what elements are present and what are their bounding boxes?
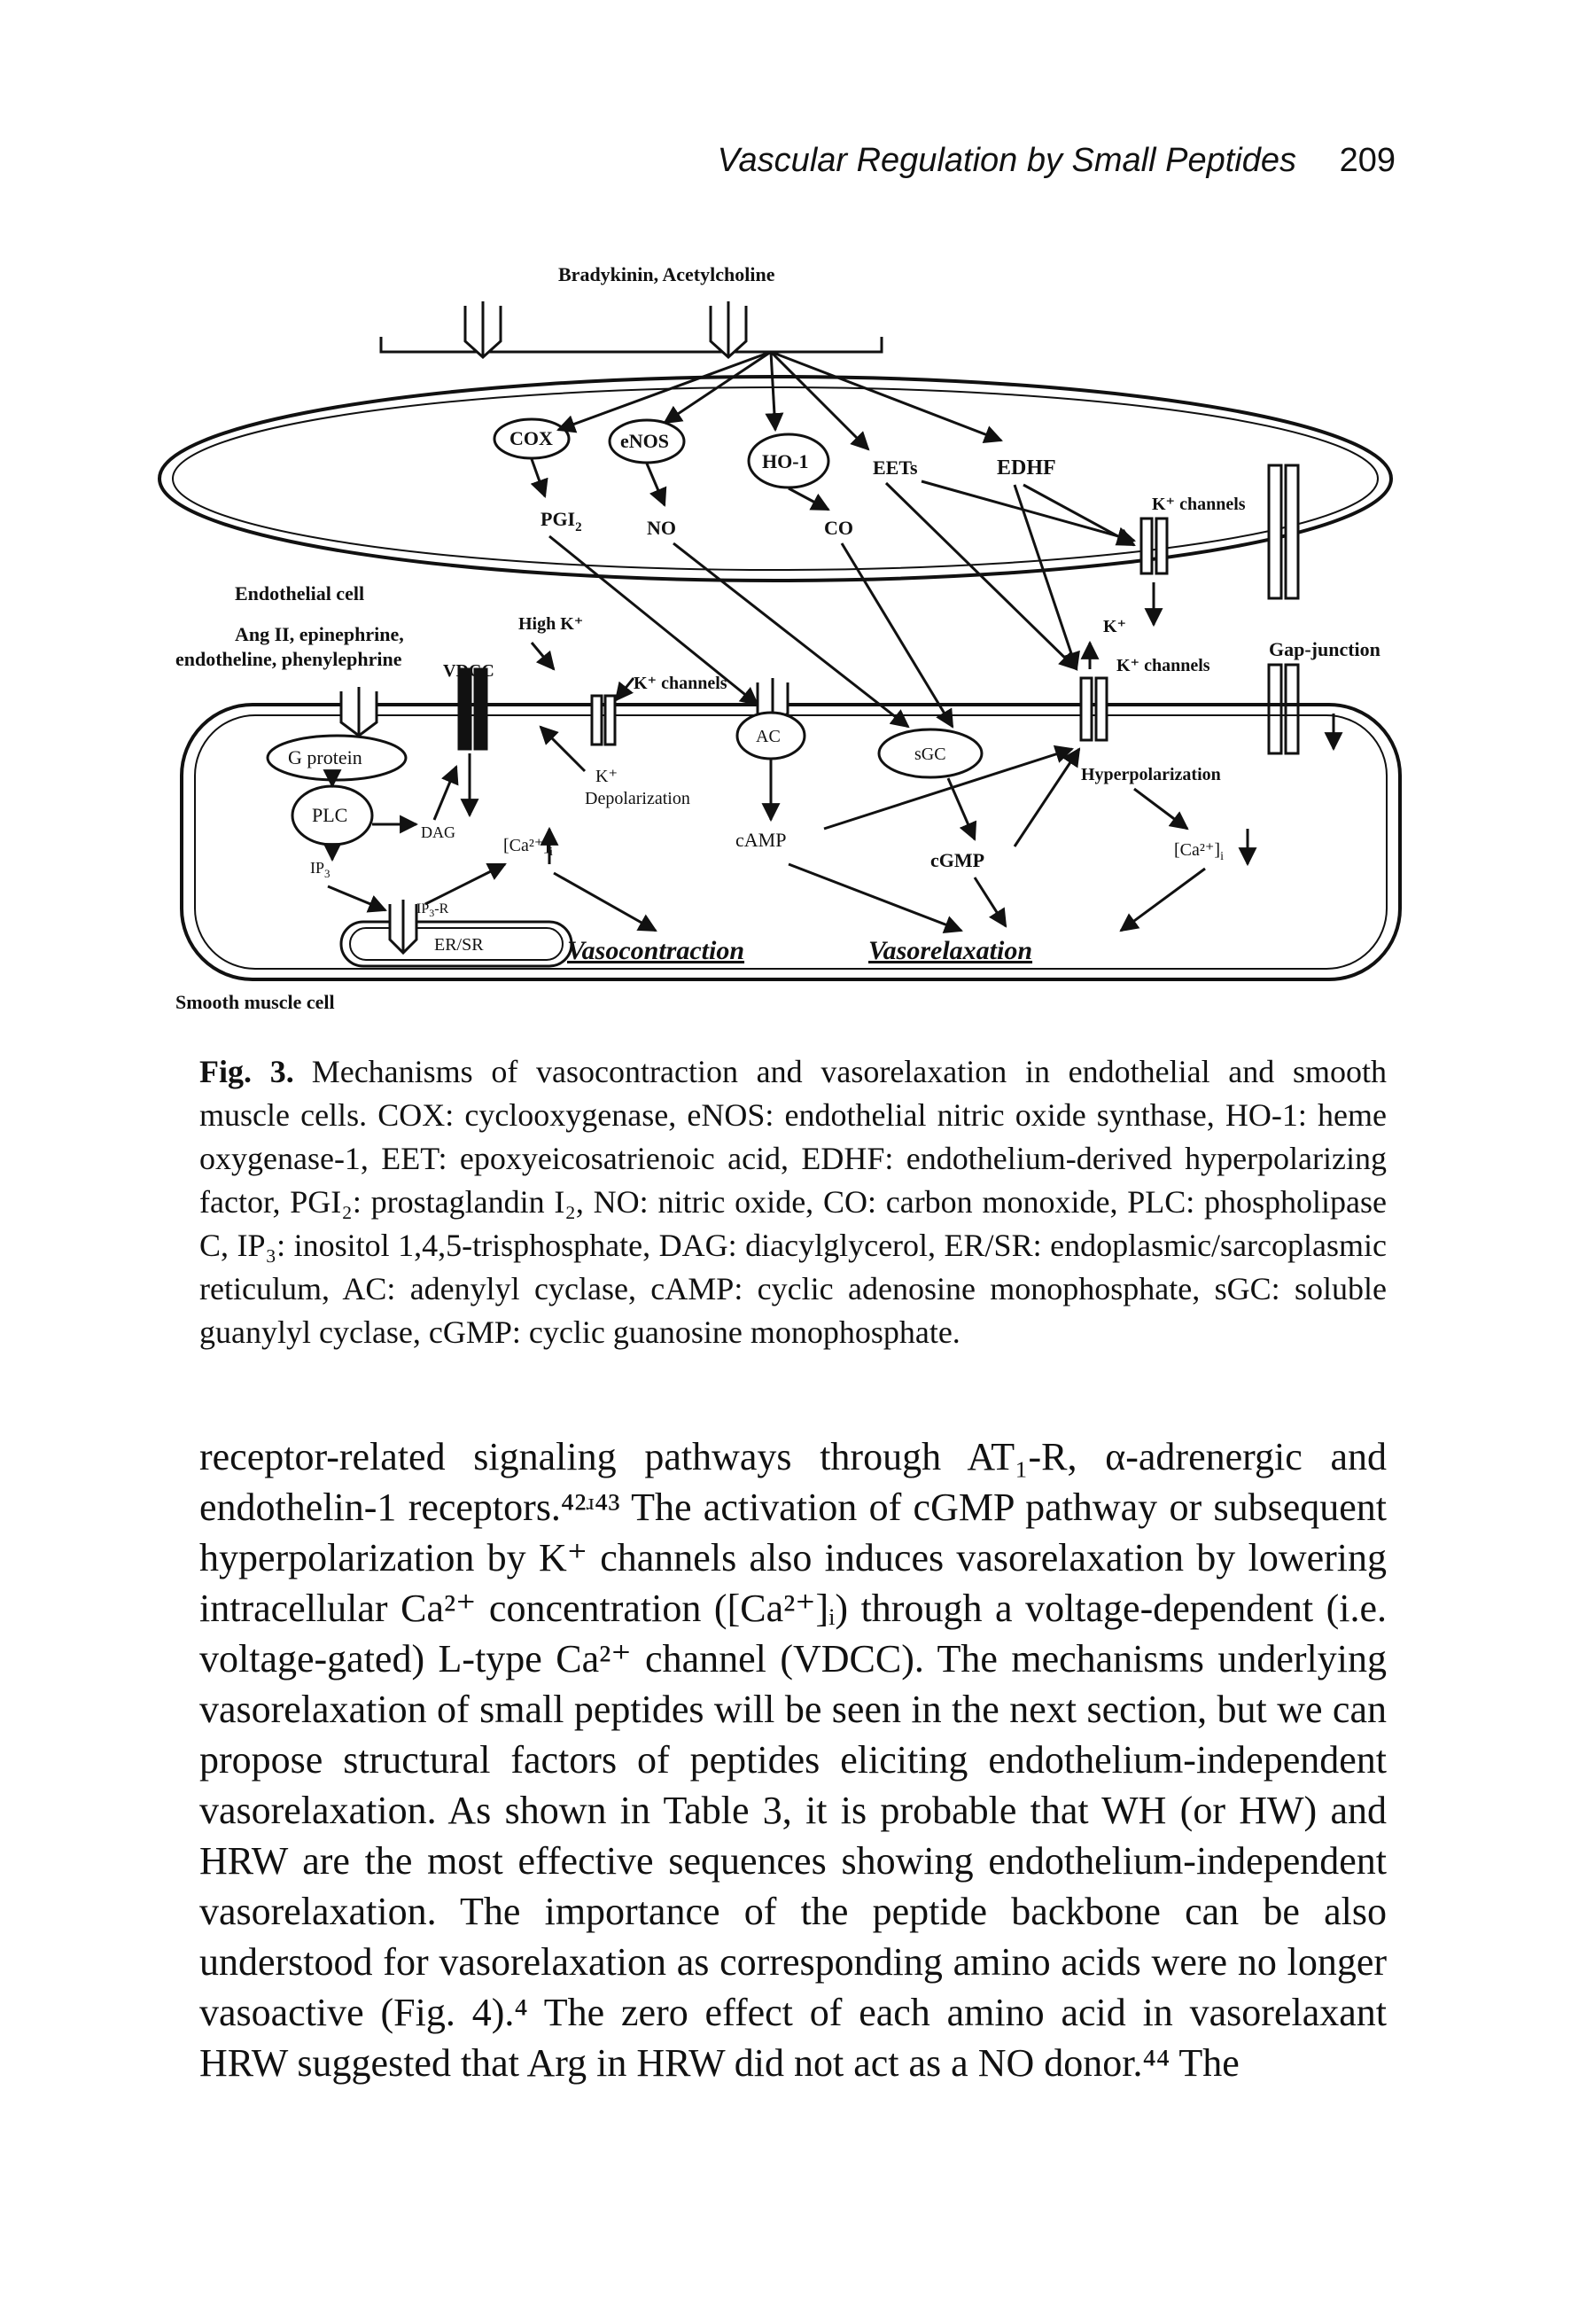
arrow-eets-endo-k	[921, 480, 1137, 546]
arrow-edhf-kchannel	[1013, 484, 1080, 671]
smooth-muscle-cell-outer	[180, 703, 1402, 981]
page-number: 209	[1339, 142, 1396, 179]
figure-caption: Fig. 3.Mechanisms of vasocontraction and…	[199, 1050, 1387, 1354]
arrow-cgmp-vasorelax	[973, 877, 1007, 928]
cox-node	[493, 417, 571, 460]
ac-label: AC	[756, 727, 781, 746]
running-header: Vascular Regulation by Small Peptides 20…	[159, 133, 1396, 195]
arrow-receptor-enos	[663, 350, 772, 425]
gap-junction-channel	[1267, 464, 1300, 755]
body-paragraph: receptor-related signaling pathways thro…	[199, 1435, 1387, 2085]
co-label: CO	[824, 517, 853, 539]
arrow-dag-vdcc	[432, 765, 459, 821]
mechanism-figure: Bradykinin, Acetylcholine Endothelial ce…	[158, 263, 1402, 1013]
k-channel-endothelial	[1139, 517, 1169, 575]
arrow-co-sgc	[840, 542, 954, 729]
camp-label: cAMP	[735, 829, 786, 851]
ca-right-label: [Ca²⁺]i	[1174, 840, 1224, 863]
arrow-receptor-eets	[769, 350, 870, 451]
g-protein-label: G protein	[288, 746, 362, 768]
arrow-pgi2-ac	[548, 534, 759, 706]
ip3-label: IP3	[310, 859, 331, 880]
enos-label: eNOS	[620, 430, 669, 452]
arrow-k-vdcc	[539, 725, 587, 773]
sgc-node	[877, 728, 984, 779]
hyperpolarization-label: Hyperpolarization	[1081, 765, 1221, 784]
arrow-cox-pgi2	[530, 458, 548, 498]
arrow-enos-no	[645, 463, 667, 507]
k-channels-endothelial-label: K⁺ channels	[1152, 495, 1246, 514]
arrow-kchannels-mid	[614, 677, 635, 702]
arrow-camp-vasorelax	[788, 862, 963, 934]
arrow-camp-hyperpol	[823, 745, 1074, 831]
arrow-hyperpol-ca	[1133, 787, 1189, 831]
vdcc-channel	[457, 667, 488, 751]
ca-left-label: [Ca²⁺]i	[503, 836, 553, 859]
vasocontraction-label: Vasocontraction	[567, 936, 744, 965]
bradykinin-receptor-right	[709, 301, 748, 360]
endothelial-cell-inner	[172, 386, 1379, 571]
er-sr-label: ER/SR	[434, 935, 484, 955]
arrow-ip3r-ca	[424, 862, 507, 906]
arrow-eets-kchannel	[884, 481, 1078, 671]
k-plus-label: K⁺	[1103, 617, 1126, 636]
smooth-muscle-cell-label: Smooth muscle cell	[175, 991, 335, 1013]
cgmp-label: cGMP	[930, 849, 984, 871]
endothelial-cell-outer	[158, 375, 1393, 582]
arrow-no-sgc	[673, 542, 910, 729]
vasorelaxation-label: Vasorelaxation	[868, 936, 1032, 965]
dag-label: DAG	[421, 823, 455, 841]
ang-label-line2: endotheline, phenylephrine	[175, 648, 402, 670]
k-channel-smc	[1079, 676, 1108, 742]
plc-label: PLC	[312, 804, 347, 826]
receptor-bracket	[379, 337, 883, 354]
bradykinin-receptor-left	[463, 301, 502, 360]
arrow-ip3-ip3r	[327, 885, 387, 913]
arrow-cgmp-kchannel	[1013, 747, 1081, 847]
no-label: NO	[647, 517, 676, 539]
endothelial-cell-label: Endothelial cell	[235, 582, 364, 604]
depolarization-label: Depolarization	[585, 789, 690, 808]
arrow-receptor-edhf	[770, 350, 1003, 444]
arrow-edhf-endo-k	[1023, 483, 1136, 547]
ho1-label: HO-1	[762, 450, 809, 472]
ho1-node	[747, 433, 830, 489]
k-channels-mid-label: K⁺ channels	[634, 674, 727, 693]
gap-junction-label: Gap-junction	[1269, 638, 1380, 660]
k-channels-smc-label: K⁺ channels	[1116, 656, 1210, 675]
running-title: Vascular Regulation by Small Peptides	[717, 142, 1296, 179]
arrow-ho1-co	[788, 487, 830, 511]
ac-node	[735, 711, 806, 760]
caption-text: Mechanisms of vasocontraction and vasore…	[199, 1054, 1387, 1350]
arrow-receptor-ho1	[765, 351, 784, 433]
enos-node	[608, 418, 686, 464]
edhf-label: EDHF	[997, 456, 1056, 480]
smooth-muscle-cell-inner	[194, 714, 1388, 970]
bradykinin-label: Bradykinin, Acetylcholine	[558, 263, 775, 285]
ip3r-label: IP3-R	[416, 901, 449, 919]
arrow-high-k	[530, 642, 556, 671]
high-k-label: High K⁺	[518, 614, 583, 634]
arrow-receptor-cox	[556, 350, 772, 433]
sgc-label: sGC	[914, 745, 946, 764]
ang-label-line1: Ang II, epinephrine,	[235, 623, 404, 645]
k-plus-mid-label: K⁺	[595, 767, 618, 786]
pgi2-label: PGI2	[541, 508, 582, 534]
gpcr-receptor	[339, 687, 378, 737]
cox-label: COX	[509, 427, 553, 449]
eets-label: EETs	[873, 456, 918, 479]
ip3-receptor	[388, 900, 418, 955]
arrow-ca-vasocontract	[553, 871, 657, 932]
k-channel-mid	[590, 694, 617, 746]
arrow-ca-vasorelax	[1119, 867, 1206, 932]
caption-label: Fig. 3.	[199, 1054, 294, 1089]
